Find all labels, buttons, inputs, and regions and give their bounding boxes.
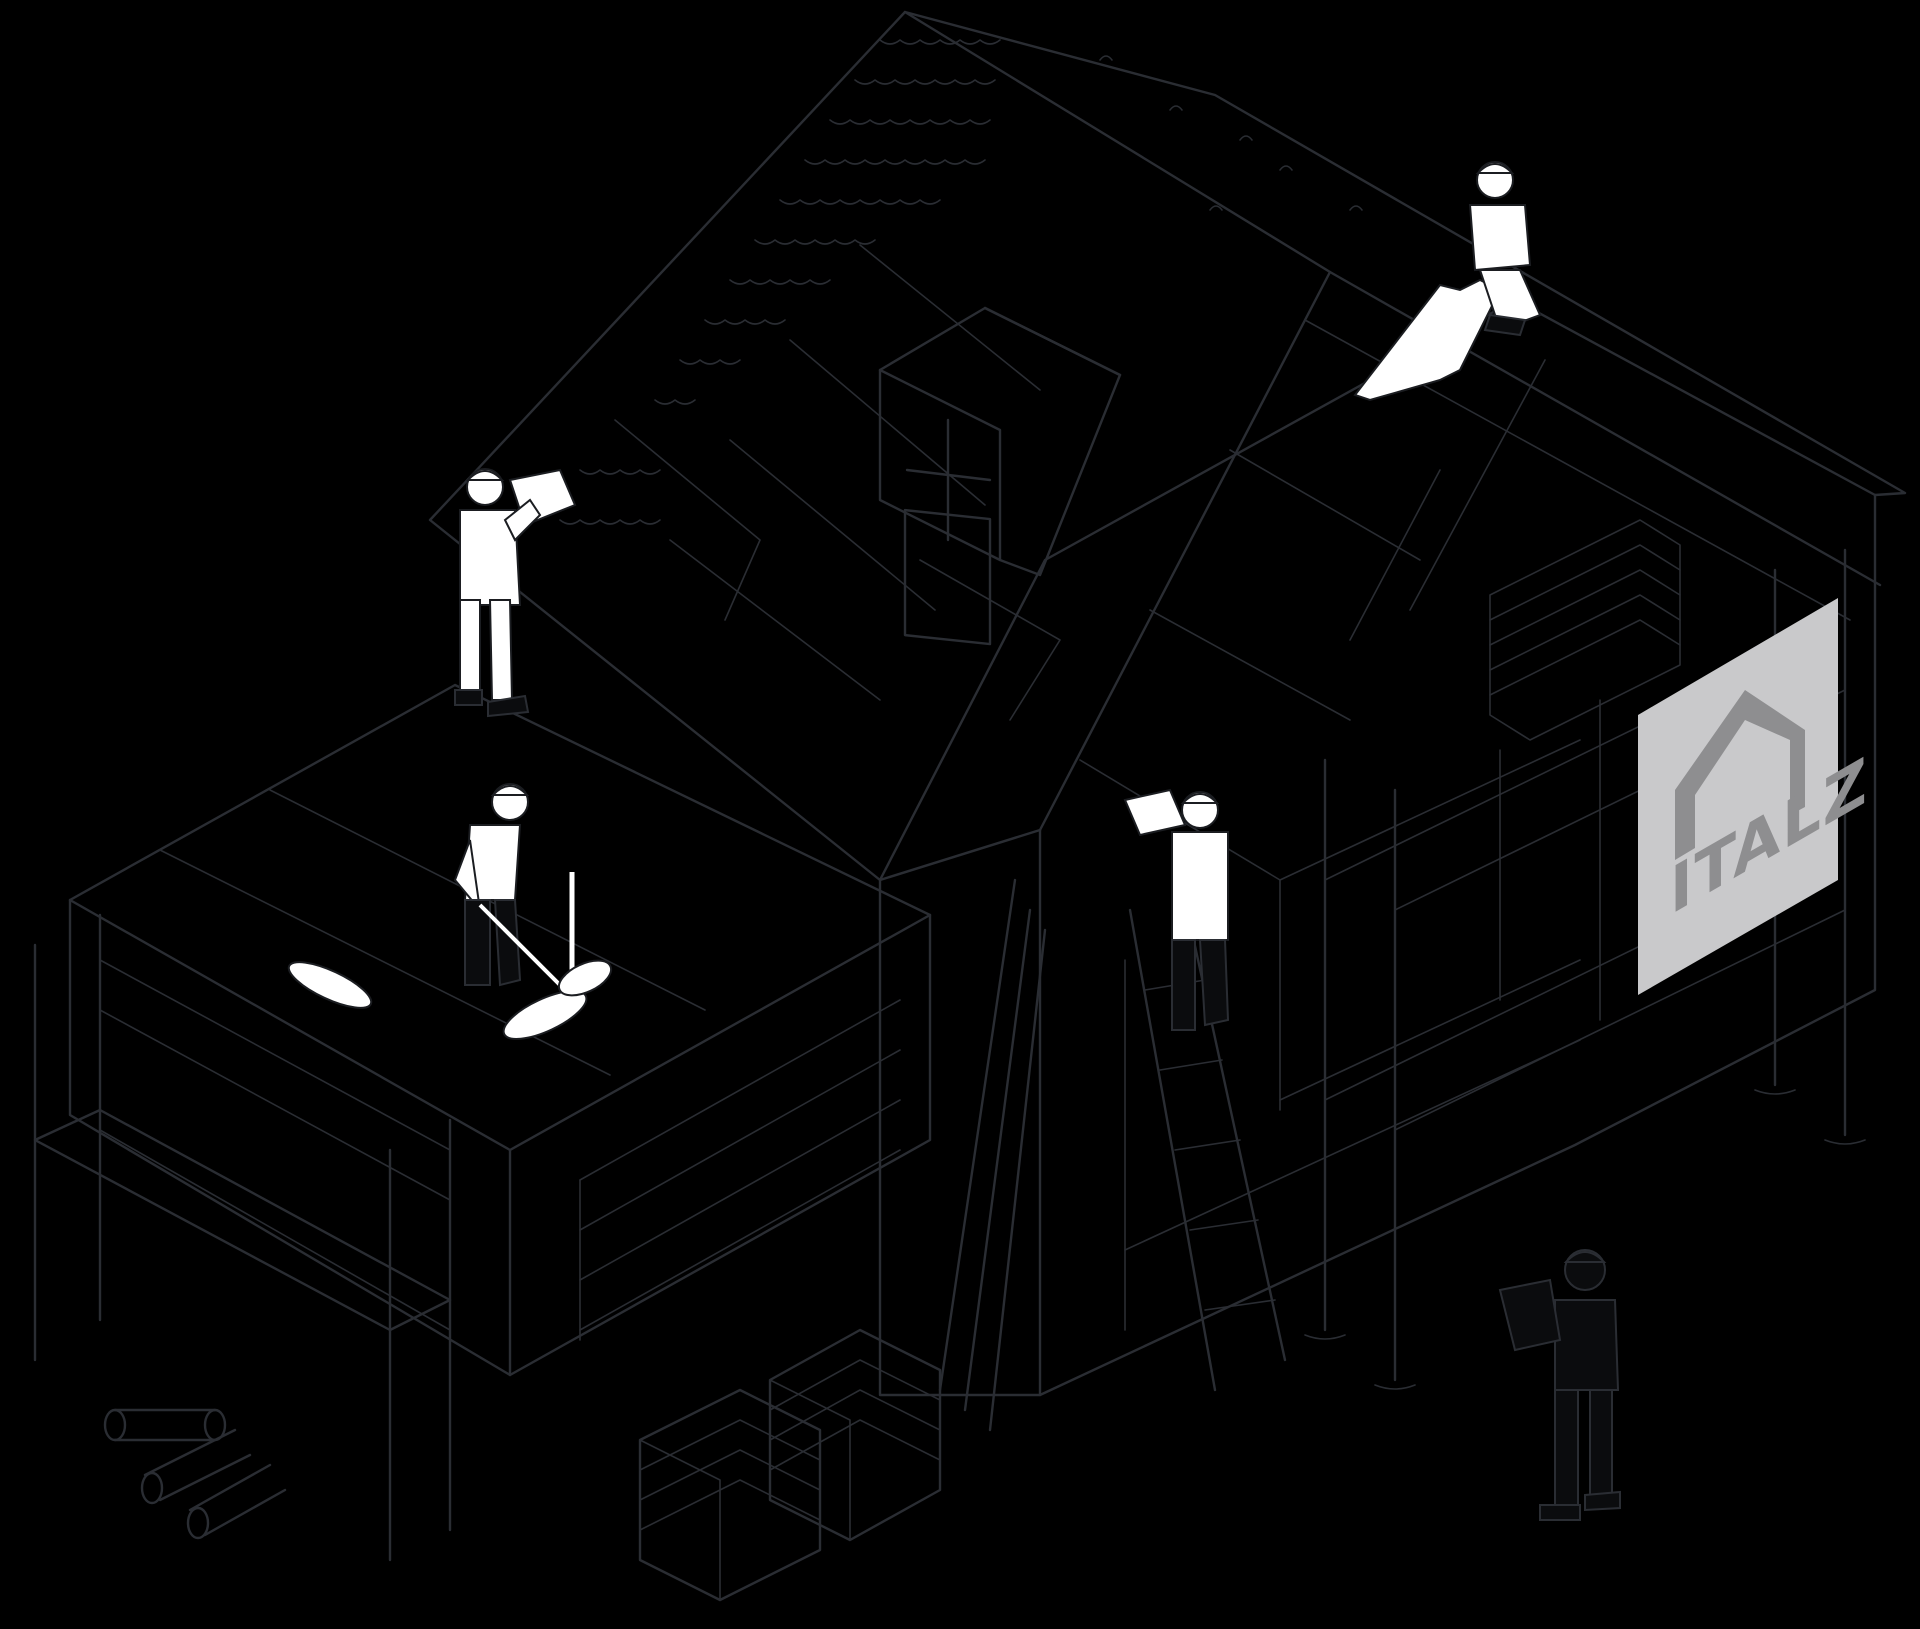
- material-rolls: [103, 1408, 287, 1540]
- house-outline-icon: [1675, 690, 1805, 860]
- sign-board: [1638, 598, 1838, 995]
- worker-on-roof-ridge: [1353, 161, 1542, 402]
- dormer-window: [878, 306, 1122, 646]
- tile-stacks: [638, 1328, 942, 1602]
- company-sign: ITALZ: [1638, 598, 1869, 995]
- foreman-reading-plans: [1498, 1249, 1621, 1521]
- worker-on-ladder: [1123, 788, 1230, 1031]
- worker-with-roller: [287, 783, 613, 1040]
- scaffolding: [33, 548, 1866, 1562]
- worker-holding-panel: [454, 468, 577, 718]
- roof-tiles: [559, 39, 1363, 525]
